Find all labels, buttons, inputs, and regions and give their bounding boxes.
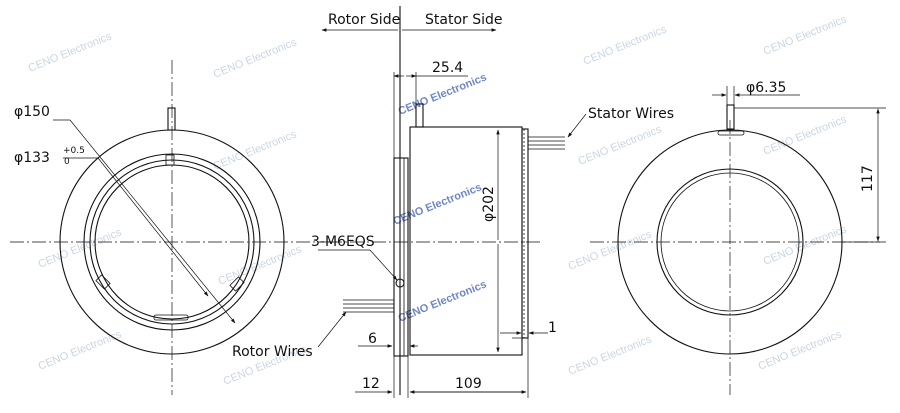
stator-pin bbox=[726, 104, 735, 130]
left-view: φ150 φ133 +0.5 0 bbox=[10, 60, 340, 395]
label-plate bbox=[717, 130, 745, 136]
screw-slot bbox=[229, 276, 245, 292]
watermark-text: CENO Electronics bbox=[577, 123, 664, 168]
rotor-side-label: Rotor Side bbox=[328, 12, 400, 28]
watermark-text: CENO Electronics bbox=[27, 30, 114, 75]
rotor-ring-outer bbox=[83, 153, 261, 331]
watermark-text: CENO Electronics bbox=[37, 226, 124, 271]
watermark-text: CENO Electronics bbox=[567, 333, 654, 378]
screw-label: 3-M6EQS bbox=[311, 234, 375, 250]
dim-6-label: 6 bbox=[368, 331, 377, 347]
rotor-wires-label: Rotor Wires bbox=[232, 344, 313, 360]
right-view: φ6.35 117 bbox=[590, 80, 886, 395]
stator-pin bbox=[167, 107, 176, 131]
screw-marker bbox=[395, 278, 405, 288]
watermark-text: CENO Electronics bbox=[567, 228, 654, 273]
dim-117-label: 117 bbox=[860, 165, 876, 192]
tol-lower-label: 0 bbox=[64, 157, 70, 167]
screw-slot bbox=[165, 154, 175, 166]
watermark-text: CENO Electronics bbox=[397, 71, 489, 117]
watermark-text: CENO Electronics bbox=[582, 23, 669, 68]
dim-12-label: 12 bbox=[362, 376, 380, 392]
dia-outer-label: φ150 bbox=[14, 104, 50, 120]
watermark-text: CENO Electronics bbox=[217, 243, 304, 288]
dim-diameter-label: φ202 bbox=[481, 186, 497, 222]
bore-chamfer bbox=[660, 172, 800, 312]
watermark-text: CENO Electronics bbox=[762, 13, 849, 58]
dim-top-label: 25.4 bbox=[432, 60, 463, 76]
watermark-text: CENO Electronics bbox=[757, 328, 844, 373]
dia-inner-label: φ133 bbox=[14, 150, 50, 166]
stator-body bbox=[409, 126, 523, 356]
bore-circle bbox=[656, 168, 804, 316]
watermark-text: CENO Electronics bbox=[762, 223, 849, 268]
watermark-text: CENO Electronics bbox=[762, 113, 849, 158]
watermark-text: CENO Electronics bbox=[212, 36, 299, 81]
dia-pin-label: φ6.35 bbox=[746, 80, 786, 96]
watermark-text: CENO Electronics bbox=[392, 181, 484, 227]
side-header: Rotor Side Stator Side bbox=[321, 6, 503, 395]
stator-wires bbox=[528, 113, 587, 150]
dim-109-label: 109 bbox=[455, 376, 482, 392]
stator-side-label: Stator Side bbox=[425, 12, 503, 28]
rotor-wires bbox=[317, 299, 394, 348]
screw-slot bbox=[95, 274, 111, 290]
stator-pin bbox=[415, 103, 424, 128]
side-view: Stator Wires Rotor Wires 3-M6EQS 25.4 φ2… bbox=[232, 60, 674, 398]
stator-wires-label: Stator Wires bbox=[588, 106, 674, 122]
rotor-ring-mid bbox=[89, 159, 255, 325]
stator-step bbox=[521, 128, 529, 339]
watermark-text: CENO Electronics bbox=[37, 328, 124, 373]
watermark-text: CENO Electronics bbox=[212, 128, 299, 173]
dim-1-label: 1 bbox=[548, 320, 557, 336]
rotor-flange bbox=[393, 157, 409, 357]
tol-upper-label: +0.5 bbox=[63, 146, 85, 156]
label-plate bbox=[153, 314, 189, 321]
